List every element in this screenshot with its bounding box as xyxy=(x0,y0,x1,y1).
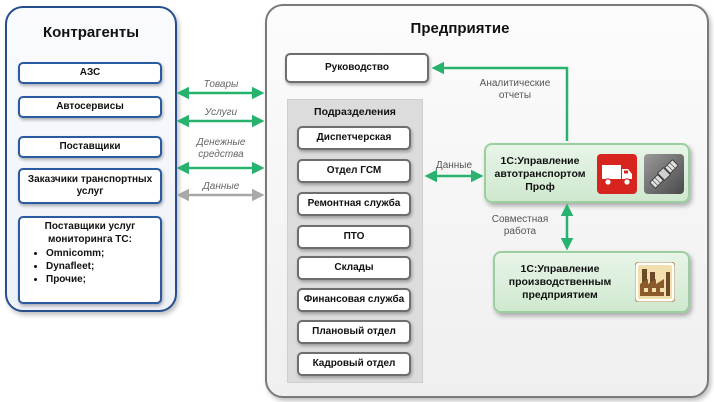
satellite-icon xyxy=(644,154,684,194)
division-planning[interactable]: Плановый отдел xyxy=(297,320,411,344)
factory-icon xyxy=(635,262,675,302)
counterparty-transport-customers[interactable]: Заказчики транспортных услуг xyxy=(18,168,162,204)
division-hr[interactable]: Кадровый отдел xyxy=(297,352,411,376)
enterprise-title: Предприятие xyxy=(410,20,510,37)
division-fuel[interactable]: Отдел ГСМ xyxy=(297,159,411,183)
monitoring-provider-item: Прочие; xyxy=(46,273,156,286)
goods-label: Товары xyxy=(203,79,239,90)
counterparties-title: Контрагенты xyxy=(42,24,140,41)
divisions-data-label: Данные xyxy=(435,160,473,171)
counterparty-suppliers[interactable]: Поставщики xyxy=(18,136,162,158)
truck-icon xyxy=(597,154,637,194)
monitoring-providers-list: Omnicomm; Dynafleet; Прочие; xyxy=(24,247,156,286)
division-repair[interactable]: Ремонтная служба xyxy=(297,192,411,216)
analytics-arrow xyxy=(431,61,569,141)
money-label: Денежные средства xyxy=(196,137,246,160)
division-warehouses[interactable]: Склады xyxy=(297,256,411,280)
data-flow-label: Данные xyxy=(202,181,240,192)
division-dispatch[interactable]: Диспетчерская xyxy=(297,126,411,150)
division-finance[interactable]: Финансовая служба xyxy=(297,288,411,312)
monitoring-provider-item: Omnicomm; xyxy=(46,247,156,260)
monitoring-provider-item: Dynafleet; xyxy=(46,260,156,273)
counterparty-car-services[interactable]: Автосервисы xyxy=(18,96,162,118)
management-box[interactable]: Руководство xyxy=(285,53,429,83)
division-pto[interactable]: ПТО xyxy=(297,225,411,249)
counterparty-gas-stations[interactable]: АЗС xyxy=(18,62,162,84)
analytics-label: Аналитические отчеты xyxy=(479,78,551,101)
services-label: Услуги xyxy=(204,107,238,118)
monitoring-providers-title: Поставщики услуг мониторинга ТС: xyxy=(44,221,136,245)
divisions-title: Подразделения xyxy=(314,106,396,118)
joint-work-label: Совместная работа xyxy=(491,214,549,237)
transport-system-label: 1С:Управление автотранспортом Проф xyxy=(494,155,586,194)
production-system-label: 1С:Управление производственным предприят… xyxy=(508,263,612,302)
monitoring-providers-box[interactable]: Поставщики услуг мониторинга ТС: Omnicom… xyxy=(18,216,162,304)
